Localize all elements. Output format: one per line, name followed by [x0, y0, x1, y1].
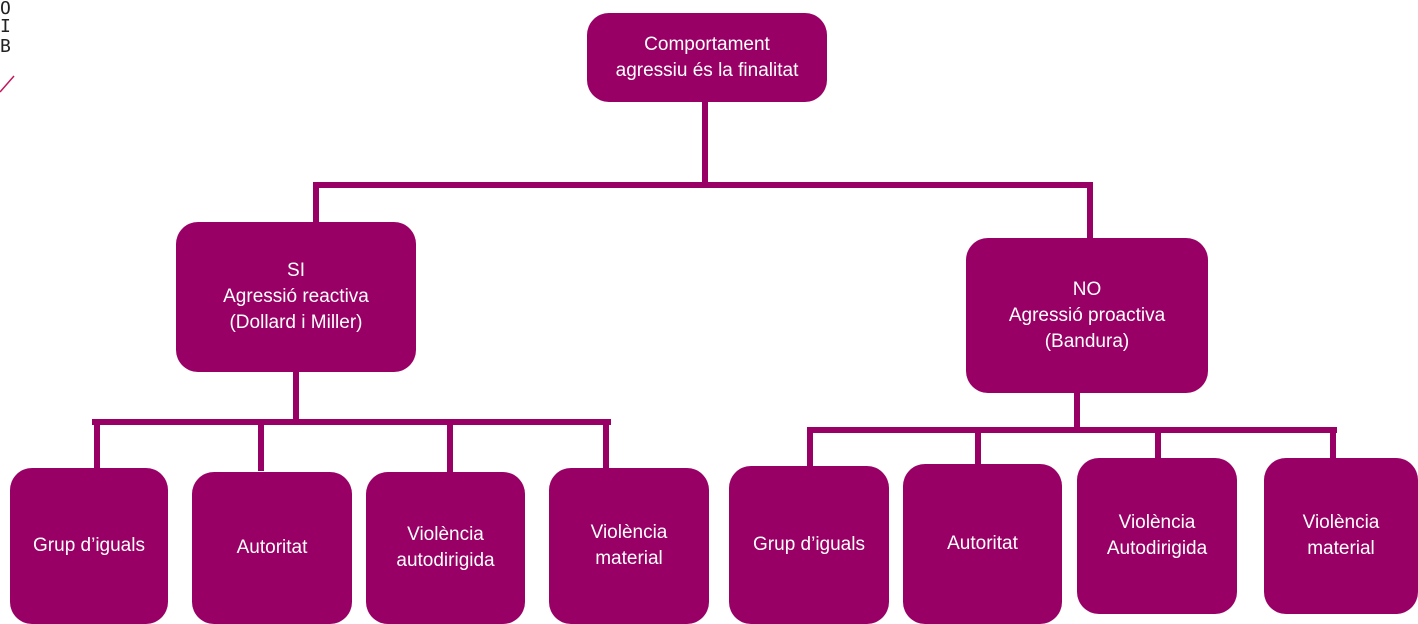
branch-line: (Bandura) [1044, 330, 1130, 352]
leaf-line: Violència [1302, 512, 1380, 533]
branch-line: Agressió reactiva [223, 286, 369, 307]
leaf-line: Grup d’iguals [33, 535, 145, 556]
oib-logo: O I B [0, 0, 30, 100]
leaf-node: Grup d’iguals [729, 466, 889, 624]
branch-line: SI [287, 260, 305, 281]
branch-line: Agressió proactiva [1008, 304, 1166, 326]
leaf-node: Autoritat [192, 472, 352, 624]
leaf-line: Violència [407, 524, 484, 545]
root-line: Comportament [644, 33, 770, 55]
branch-line: NO [1072, 278, 1102, 300]
leaf-line: autodirigida [396, 550, 495, 571]
root-line: agressiu és la finalitat [615, 59, 799, 81]
leaf-line: Autoritat [236, 537, 308, 558]
leaf-line: Autoritat [947, 533, 1018, 554]
branch-line: (Dollard i Miller) [229, 312, 363, 333]
logo-slash-icon [0, 75, 15, 93]
leaf-line: material [595, 548, 663, 569]
leaf-line: Grup d’iguals [753, 534, 865, 555]
leaf-node: Violència material [549, 468, 709, 624]
branch-no-node: NO Agressió proactiva (Bandura) [966, 238, 1208, 393]
branch-si-node: SI Agressió reactiva (Dollard i Miller) [176, 222, 416, 372]
logo-letter-i: I [0, 16, 11, 37]
logo-letter-b: B [0, 36, 11, 57]
leaf-line: Violència [1118, 512, 1196, 533]
leaf-line: Violència [590, 522, 668, 543]
leaf-line: material [1307, 538, 1375, 559]
logo-letter-o: O [0, 0, 11, 19]
leaf-node: Autoritat [903, 464, 1062, 624]
leaf-node: Grup d’iguals [10, 468, 168, 624]
leaf-node: Violència material [1264, 458, 1418, 614]
leaf-node: Violència Autodirigida [1077, 458, 1237, 614]
root-node: Comportament agressiu és la finalitat [587, 13, 827, 102]
leaf-node: Violència autodirigida [366, 472, 525, 624]
leaf-line: Autodirigida [1106, 538, 1208, 559]
